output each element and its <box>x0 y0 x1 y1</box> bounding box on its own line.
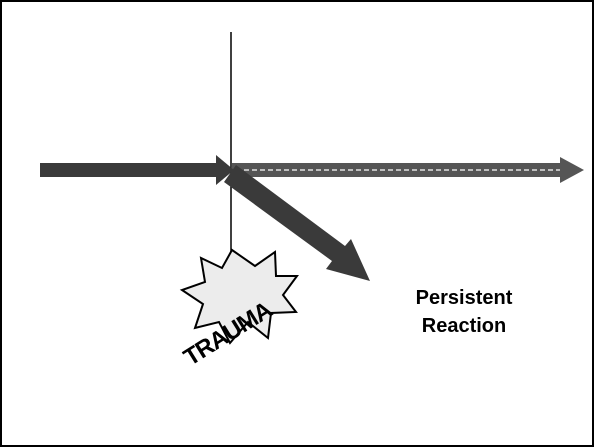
explosion-burst-icon <box>179 248 299 345</box>
outcome-label-line-2: Reaction <box>422 315 506 337</box>
deflected-path-arrow <box>224 165 370 281</box>
outcome-label-line-1: Persistent <box>416 287 513 309</box>
expected-path-arrow <box>232 157 584 183</box>
incoming-path-arrow <box>40 155 234 185</box>
